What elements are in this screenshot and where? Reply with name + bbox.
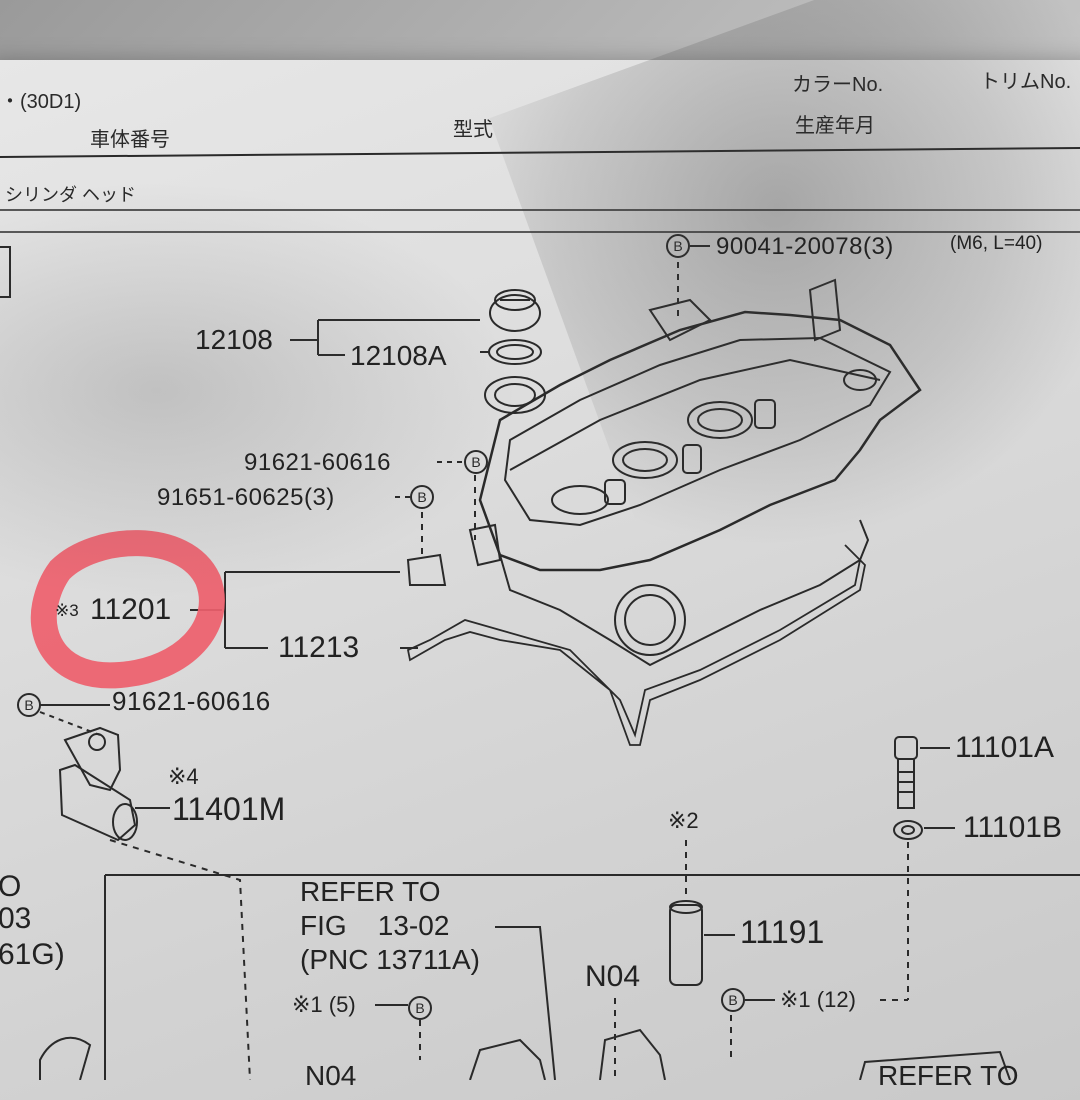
part-91621-bottom: 91621-60616: [112, 686, 271, 716]
trim-label: トリムNo.: [980, 71, 1072, 93]
b-marker: B: [417, 489, 426, 505]
note-1-12: ※1 (12): [780, 987, 856, 1012]
note-2: ※2: [668, 808, 699, 833]
part-11101b: 11101B: [963, 811, 1062, 844]
part-11213: 11213: [278, 631, 360, 664]
b-marker: B: [728, 992, 737, 1008]
photo-shadow: [0, 180, 520, 600]
note-4: ※4: [168, 764, 199, 789]
red-highlight-circle: [30, 530, 225, 689]
production-date-label: 生産年月: [795, 115, 875, 137]
refer-bottom: REFER TO: [878, 1060, 1019, 1091]
part-12108: 12108: [195, 324, 273, 355]
b-marker: B: [471, 454, 480, 470]
color-label: カラーNo.: [792, 74, 884, 96]
part-12108a: 12108A: [350, 340, 447, 371]
part-11201: 11201: [90, 593, 172, 626]
refer-line-1: REFER TO: [300, 876, 441, 907]
part-91651: 91651-60625(3): [157, 484, 335, 511]
header-divider: [0, 147, 1080, 158]
n04-label: N04: [585, 960, 641, 993]
part-11191: 11191: [740, 914, 825, 950]
part-11101a: 11101A: [955, 731, 1054, 764]
left-fragment-2: 03: [0, 902, 32, 935]
part-91621-top: 91621-60616: [244, 449, 391, 476]
b-marker: B: [24, 697, 33, 713]
b-marker: B: [415, 1000, 424, 1016]
type-label: 型式: [453, 119, 493, 141]
part-11401m: 11401M: [172, 791, 286, 827]
refer-line-3: (PNC 13711A): [300, 944, 481, 975]
left-fragment-1: O: [0, 870, 22, 903]
n04-label-bottom: N04: [305, 1060, 357, 1091]
bolt-spec: (M6, L=40): [950, 233, 1043, 254]
refer-line-2: FIG 13-02: [300, 910, 450, 941]
part-90041: 90041-20078(3): [716, 233, 894, 260]
left-fragment-3: 61G): [0, 938, 65, 971]
part-11201-note: ※3: [55, 601, 79, 620]
b-marker: B: [673, 238, 682, 254]
note-1-5: ※1 (5): [292, 992, 356, 1017]
model-code: ・(30D1): [0, 91, 82, 113]
body-number-label: 車体番号: [90, 129, 170, 151]
section-title: シリンダ ヘッド: [5, 185, 137, 205]
